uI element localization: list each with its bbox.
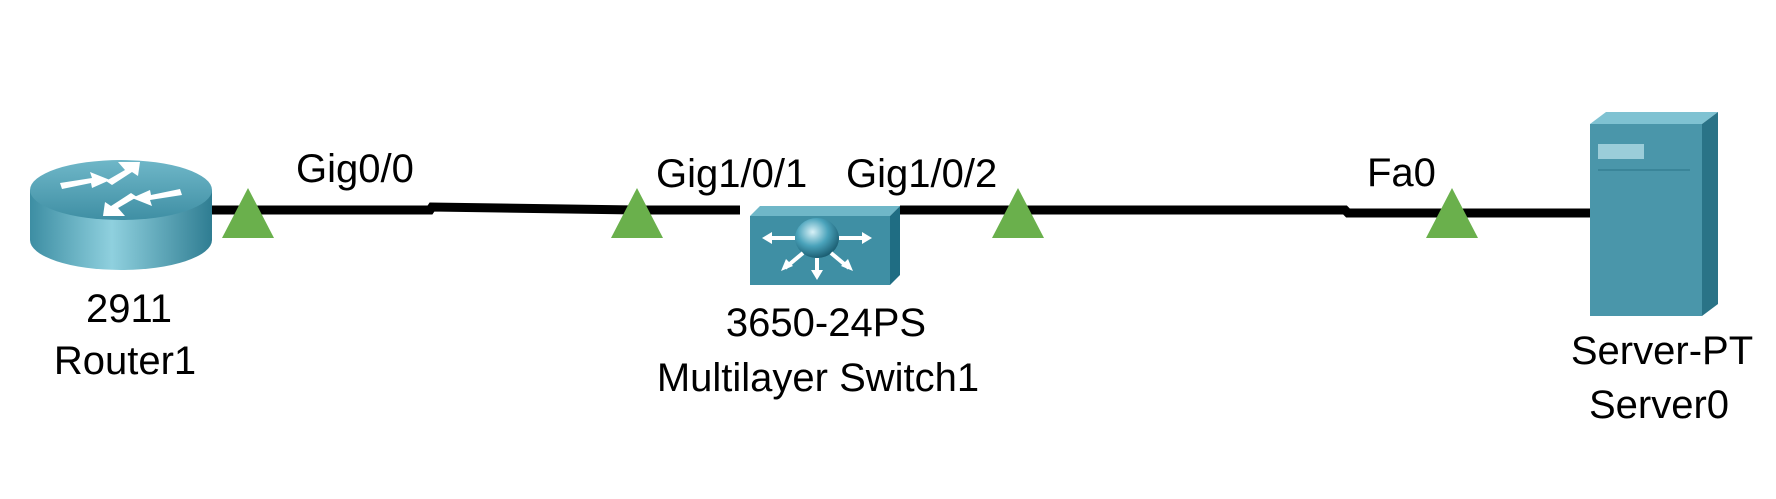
link-status-indicator — [222, 188, 274, 238]
switch-name-label: Multilayer Switch1 — [657, 356, 979, 400]
link-status-indicator — [992, 188, 1044, 238]
port-label-gig0-0: Gig0/0 — [296, 147, 414, 191]
link-switch-server[interactable] — [900, 205, 1590, 218]
router-model-label: 2911 — [86, 287, 172, 331]
switch-model-label: 3650-24PS — [726, 301, 926, 345]
router-icon[interactable] — [30, 160, 212, 270]
link-router-switch[interactable] — [210, 202, 740, 215]
port-label-fa0: Fa0 — [1367, 151, 1436, 195]
multilayer-switch-icon[interactable] — [750, 206, 900, 285]
server-model-label: Server-PT — [1571, 329, 1753, 373]
router-name-label: Router1 — [54, 339, 196, 383]
server-name-label: Server0 — [1589, 383, 1729, 427]
link-status-indicator — [1426, 188, 1478, 238]
port-label-gig1-0-2: Gig1/0/2 — [846, 152, 997, 196]
server-icon[interactable] — [1590, 112, 1718, 316]
link-status-indicator — [611, 188, 663, 238]
port-label-gig1-0-1: Gig1/0/1 — [656, 152, 807, 196]
